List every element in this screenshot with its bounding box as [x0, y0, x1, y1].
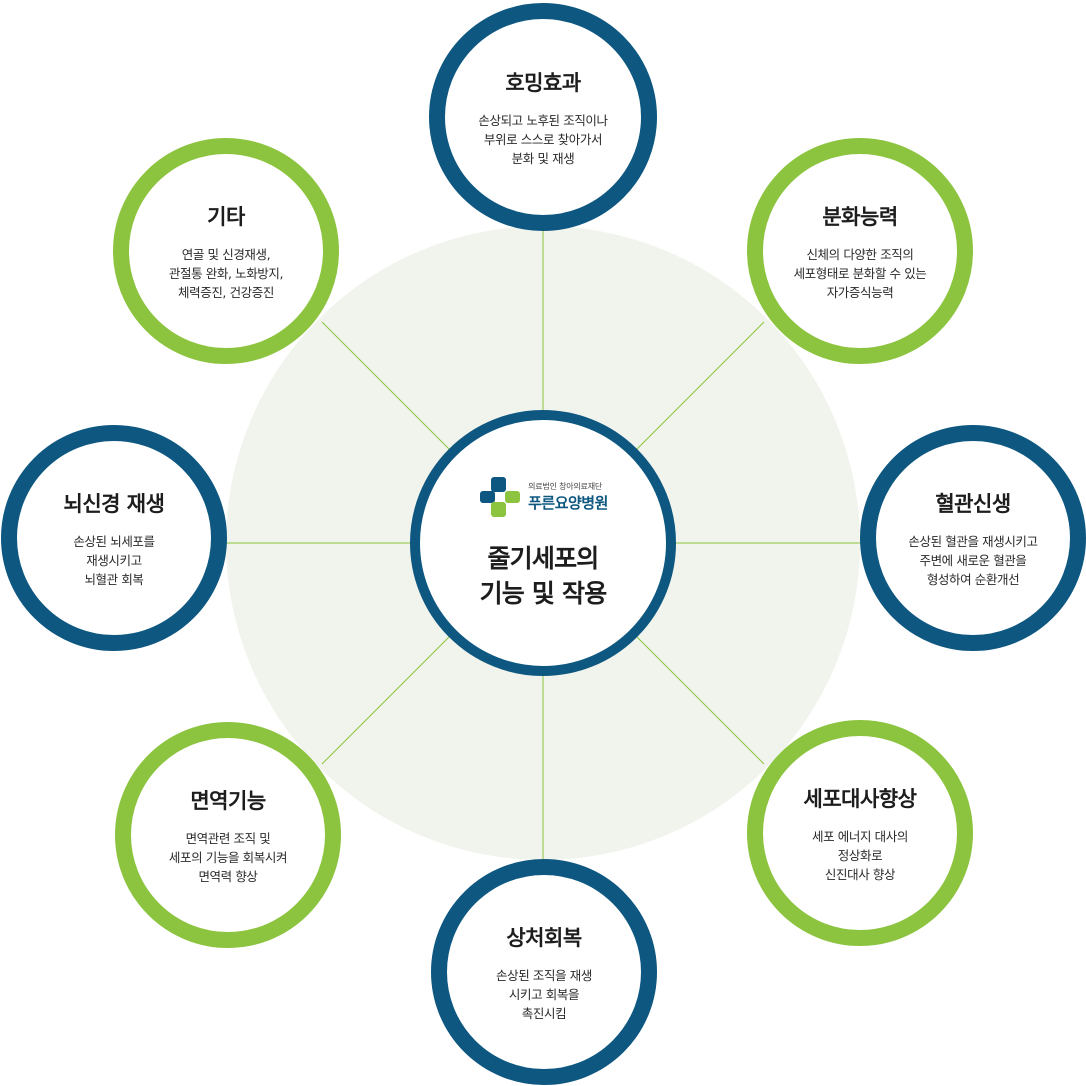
node-description: 신체의 다양한 조직의 세포형태로 분화할 수 있는 자가증식능력 — [793, 246, 927, 300]
node-title: 면역기능 — [190, 788, 266, 813]
center-title: 줄기세포의 기능 및 작용 — [479, 544, 608, 608]
node-title: 분화능력 — [822, 204, 898, 229]
node-title: 뇌신경 재생 — [63, 491, 165, 516]
node-title: 혈관신생 — [935, 491, 1011, 516]
node-title: 세포대사향상 — [803, 786, 917, 811]
node-angiogenesis: 혈관신생 손상된 혈관을 재생시키고 주변에 새로운 혈관을 형성하여 순환개선 — [860, 425, 1086, 651]
node-immune-function: 면역기능 면역관련 조직 및 세포의 기능을 회복시켜 면역력 향상 — [115, 722, 341, 948]
node-title: 호밍효과 — [505, 70, 581, 95]
node-description: 면역관련 조직 및 세포의 기능을 회복시켜 면역력 향상 — [168, 830, 288, 884]
node-description: 손상된 뇌세포를 재생시키고 뇌혈관 회복 — [73, 533, 155, 587]
node-description: 연골 및 신경재생, 관절통 완화, 노화방지, 체력증진, 건강증진 — [168, 246, 284, 300]
node-others: 기타 연골 및 신경재생, 관절통 완화, 노화방지, 체력증진, 건강증진 — [113, 138, 339, 364]
node-description: 세포 에너지 대사의 정상화로 신진대사 향상 — [812, 828, 908, 882]
node-title: 기타 — [207, 204, 245, 229]
node-cell-metabolism: 세포대사향상 세포 에너지 대사의 정상화로 신진대사 향상 — [747, 720, 973, 946]
logo-name: 푸른요양병원 — [528, 494, 608, 512]
hospital-logo: 의료법인 창아의료재단 푸른요양병원 — [478, 475, 608, 519]
node-wound-healing: 상처회복 손상된 조직을 재생 시키고 회복을 촉진시킴 — [431, 859, 657, 1085]
node-description: 손상된 조직을 재생 시키고 회복을 촉진시킴 — [496, 967, 592, 1021]
green-navy-cross-logo-icon — [480, 477, 521, 517]
node-differentiation: 분화능력 신체의 다양한 조직의 세포형태로 분화할 수 있는 자가증식능력 — [747, 138, 973, 364]
node-description: 손상된 혈관을 재생시키고 주변에 새로운 혈관을 형성하여 순환개선 — [908, 533, 1038, 587]
node-description: 손상되고 노후된 조직이나 부위로 스스로 찾아가서 분화 및 재생 — [478, 112, 608, 166]
node-homing-effect: 호밍효과 손상되고 노후된 조직이나 부위로 스스로 찾아가서 분화 및 재생 — [429, 3, 657, 231]
center-node: 의료법인 창아의료재단 푸른요양병원 줄기세포의 기능 및 작용 — [410, 410, 676, 676]
node-nerve-regeneration: 뇌신경 재생 손상된 뇌세포를 재생시키고 뇌혈관 회복 — [1, 425, 227, 651]
logo-text: 의료법인 창아의료재단 푸른요양병원 — [528, 481, 608, 513]
node-title: 상처회복 — [506, 925, 582, 950]
logo-subtitle: 의료법인 창아의료재단 — [528, 482, 603, 491]
